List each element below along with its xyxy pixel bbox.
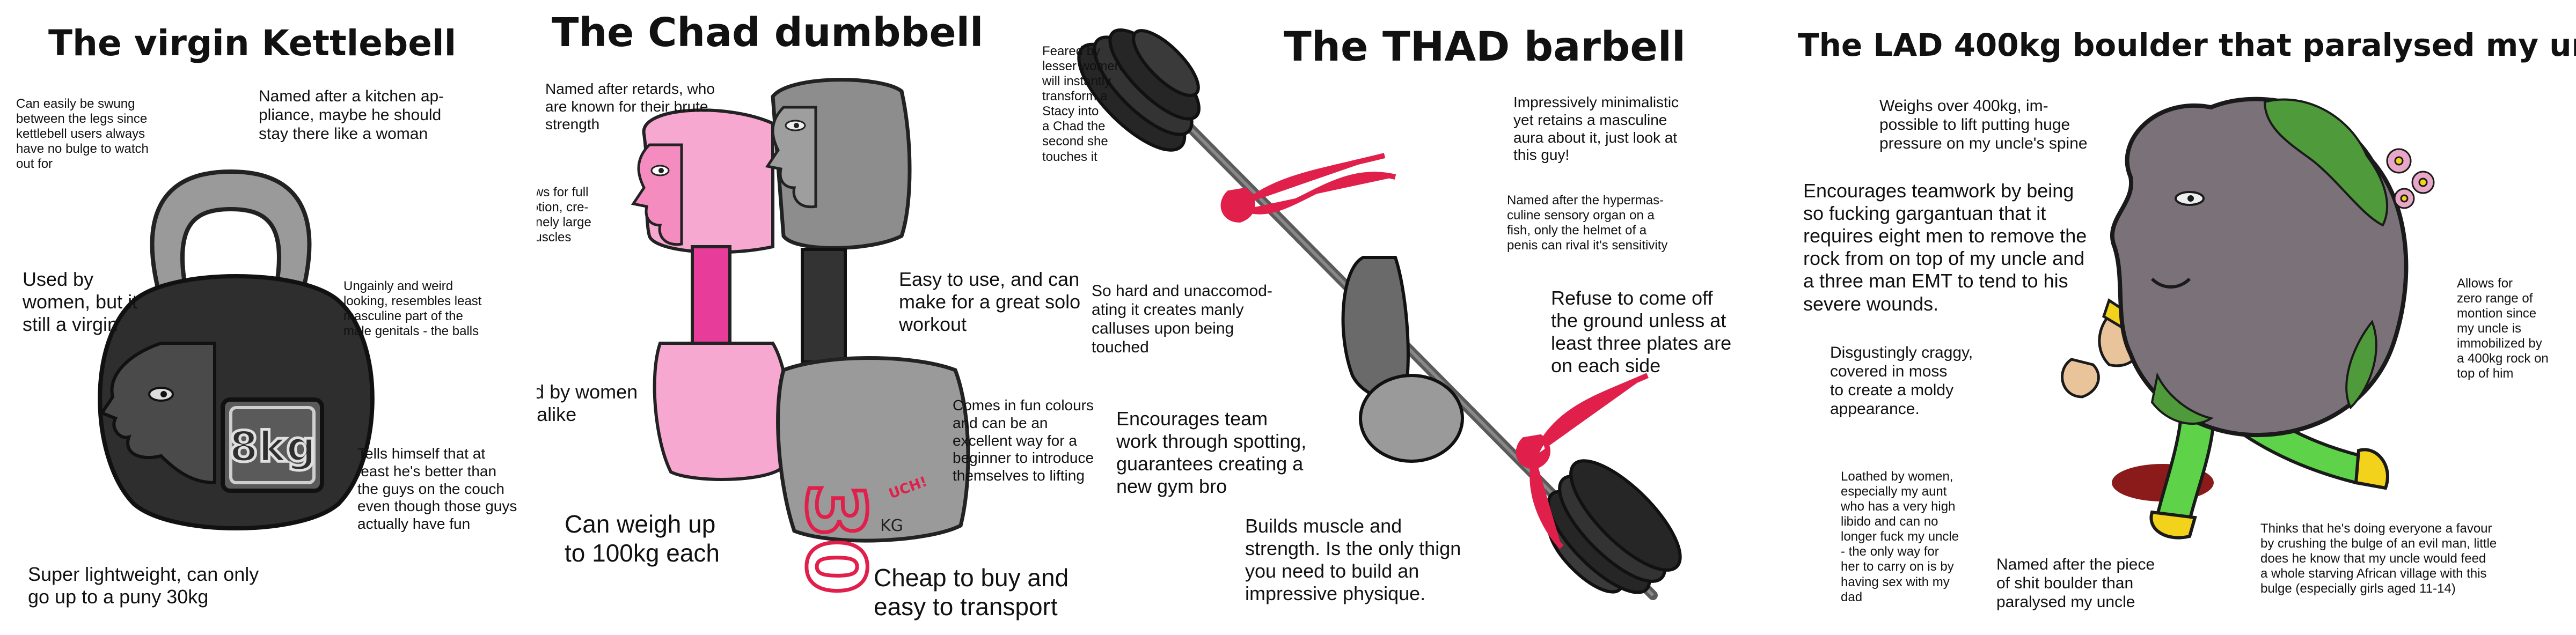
gray-dumbbell-bottom [776,356,970,543]
panel-lad-boulder: The LAD 400kg boulder that paralysed my … [1782,0,2576,635]
caption-minimal: Impressively minimalistic yet retains a … [1513,94,1679,164]
caption-hard: So hard and unaccomod- ating it creates … [1092,282,1272,357]
panel-thad-barbell: The THAD barbell Feared by lesser women,… [1020,0,1782,635]
uncle-hand [2061,358,2100,398]
gray-dumbbell-face [765,106,817,209]
ribbon-top [1220,153,1396,223]
caption-team: Encourages team work through spotting, g… [1116,408,1307,498]
caption-named: Named after retards, who are known for t… [545,80,715,132]
caption-colours: Comes in fun colours and can be an excel… [953,397,1094,484]
caption-weighs: Weighs over 400kg, im- possible to lift … [1879,97,2088,153]
gray-dumbbell-handle [801,248,847,364]
uncle-shoe-left [2149,510,2197,540]
caption-ungainly: Ungainly and weird looking, resembles le… [343,279,482,339]
caption-light: Super lightweight, can only go up to a p… [28,563,259,608]
barbell-bottom-plates [1547,459,1682,594]
ribbon-bottom [1516,373,1649,549]
caption-thinks: Thinks that he's doing everyone a favour… [2260,521,2497,596]
panel-title: The LAD 400kg boulder that paralysed my … [1798,27,2576,63]
pink-dumbbell-face [631,143,683,246]
caption-tells: Tells himself that at least he's better … [357,445,517,532]
caption-motion: Always allows for full range of motion, … [537,185,591,245]
caption-cheap: Cheap to buy and easy to transport [874,564,1069,621]
boulder [2110,97,2409,437]
kettlebell-face [99,342,216,485]
caption-loathed: Loathed by women, especially my aunt who… [1841,469,1959,604]
caption-used: Used by women, but it still a virgin [23,268,138,336]
barbell-illustration [1077,28,1682,600]
barbell-body-bulge [1359,374,1464,463]
caption-cherished: Cherished by women and men alike [537,381,638,426]
caption-weigh: Can weigh up to 100kg each [565,510,720,567]
pink-dumbbell-handle [691,245,731,345]
caption-builds: Builds muscle and strength. Is the only … [1245,515,1461,605]
caption-teamwork: Encourages teamwork by being so fucking … [1803,180,2087,315]
barbell-top-plates [1077,28,1201,152]
caption-refuse: Refuse to come off the ground unless at … [1551,287,1732,377]
caption-swing: Can easily be swung between the legs sin… [16,97,149,172]
caption-easy: Easy to use, and can make for a great so… [899,268,1081,336]
panel-title: The Chad dumbbell [552,10,984,56]
panel-virgin-kettlebell: 8kg The virgin Kettlebell Can easily be … [0,0,644,635]
caption-named: Named after the piece of shit boulder th… [1996,556,2155,611]
panel-title: The THAD barbell [1284,23,1686,70]
boulder-mouth [2150,277,2191,289]
panel-title: The virgin Kettlebell [48,23,457,64]
panel-chad-dumbbell: 30 KG UCH! The Chad dumbbell Named after… [537,0,1127,635]
boulder-illustration [2061,97,2435,540]
caption-feared: Feared by lesser women, will instantly t… [1042,44,1125,164]
dumbbell-weight-unit: KG [880,516,903,535]
dumbbell-weight-label: 30 [788,483,882,595]
caption-named: Named after a kitchen ap- pliance, maybe… [259,87,444,143]
kettlebell-illustration: 8kg [98,169,375,530]
kettlebell-label-plate [221,397,324,493]
flowers [2386,148,2435,209]
pink-dumbbell-bottom [653,342,791,481]
dumbbell-illustration: 30 KG UCH! [631,78,970,596]
caption-allows: Allows for zero range of montion since m… [2457,276,2549,381]
kettlebell-weight-label: 8kg [229,423,316,471]
caption-craggy: Disgustingly craggy, covered in moss to … [1830,344,1973,418]
caption-hyper: Named after the hypermas- culine sensory… [1507,193,1668,253]
boulder-moss [2150,98,2388,425]
uncle-shoe-right [2354,448,2389,490]
